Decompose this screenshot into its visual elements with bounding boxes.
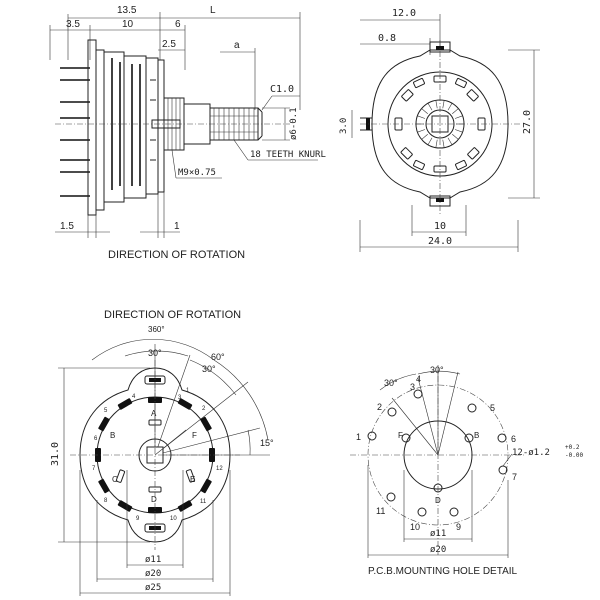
pcb-dim-d11: ø11 <box>430 529 446 539</box>
terminal-1: 1 <box>186 388 190 394</box>
knurl-tooth <box>421 108 428 114</box>
dim-13-5: 13.5 <box>117 5 137 16</box>
dim-1: 1 <box>174 221 180 232</box>
dim-d20: ø20 <box>145 569 161 579</box>
pcb-angle-30: 30° <box>384 378 398 388</box>
dim-d25: ø25 <box>145 583 161 593</box>
hole-3: 3 <box>410 382 415 392</box>
contact-bars <box>95 397 215 513</box>
knurl-tooth <box>435 139 438 148</box>
angle-30-right: 30° <box>202 364 216 374</box>
terminal-10: 10 <box>170 516 177 522</box>
hole-6: 6 <box>511 434 516 444</box>
pcb-view: 30° 30° 1 2 3 4 5 6 7 <box>350 365 583 577</box>
dim-d11: ø11 <box>145 555 161 565</box>
pcb-dim-d20: ø20 <box>430 545 446 555</box>
pcb-hole-tol-up: +0.2 <box>565 444 580 451</box>
pcb-title: P.C.B.MOUNTING HOLE DETAIL <box>368 566 518 577</box>
dim-2-5: 2.5 <box>162 39 176 50</box>
dim-31: 31.0 <box>50 442 61 466</box>
terminal-2: 2 <box>202 406 206 412</box>
dim-24: 24.0 <box>428 236 452 247</box>
pcb-letter-D: D <box>435 496 441 505</box>
knurl-tooth <box>417 129 426 133</box>
knurl-tooth <box>447 137 453 145</box>
knurl-tooth <box>442 139 445 148</box>
rotation-title: DIRECTION OF ROTATION <box>104 309 241 321</box>
knurl-tooth <box>447 103 453 111</box>
angle-60: 60° <box>211 352 225 362</box>
contact-A: A <box>151 409 157 418</box>
knurl-tooth <box>454 115 463 119</box>
pcb-hole-tol-dn: -0.00 <box>565 452 583 459</box>
dim-0-8: 0.8 <box>378 33 396 44</box>
pcb-hole-spec: 12-ø1.2 <box>512 448 550 458</box>
hole-11: 11 <box>376 506 385 516</box>
hole-7: 7 <box>512 472 517 482</box>
contact-F: F <box>192 431 197 440</box>
caption-direction-of-rotation: DIRECTION OF ROTATION <box>108 249 245 261</box>
dim-3-5: 3.5 <box>66 19 80 30</box>
terminal-7: 7 <box>92 466 96 472</box>
knurl-tooth <box>452 134 459 140</box>
dim-knurl: 18 TEETH KNURL <box>250 150 326 160</box>
dim-m9: M9×0.75 <box>178 168 216 178</box>
dim-c1: C1.0 <box>270 84 294 95</box>
dim-L: L <box>210 5 216 16</box>
terminal-4: 4 <box>132 394 136 400</box>
dim-12: 12.0 <box>392 8 416 19</box>
dim-27: 27.0 <box>522 110 533 134</box>
side-view: 13.5 L 3.5 10 6 2.5 a <box>49 5 326 261</box>
pcb-holes <box>367 389 508 517</box>
dim-a: a <box>234 40 240 51</box>
knurl-teeth <box>416 100 464 148</box>
contact-B: B <box>110 431 115 440</box>
knurl-tooth <box>454 129 463 133</box>
terminal-5: 5 <box>104 408 108 414</box>
hole-9: 9 <box>456 522 461 532</box>
rotation-view: DIRECTION OF ROTATION 360° 30° 60° 30° 1… <box>50 309 274 596</box>
hole-4: 4 <box>416 374 421 384</box>
dim-3: 3.0 <box>339 118 349 134</box>
terminal-6: 6 <box>94 436 98 442</box>
dim-1-5: 1.5 <box>60 221 74 232</box>
hole-2: 2 <box>377 402 382 412</box>
angle-30-top: 30° <box>148 348 162 358</box>
dim-10: 10 <box>122 19 134 30</box>
dim-6: 6 <box>175 19 181 30</box>
pcb-letter-F: F <box>398 431 403 440</box>
terminal-3: 3 <box>178 395 182 401</box>
knurl-tooth <box>452 108 459 114</box>
contact-D: D <box>151 495 157 504</box>
terminal-8: 8 <box>104 498 108 504</box>
contact-C: C <box>112 475 118 484</box>
terminal-pins <box>60 67 90 197</box>
knurl-tooth <box>417 115 426 119</box>
hole-1: 1 <box>356 432 361 442</box>
terminal-11: 11 <box>200 499 207 505</box>
terminal-12: 12 <box>216 466 223 472</box>
dim-shaft-dia: ø6-0.1 <box>289 107 299 140</box>
front-view: 12.0 0.8 <box>339 8 540 252</box>
angle-360: 360° <box>148 325 165 334</box>
dim-10: 10 <box>434 221 446 232</box>
knurl-tooth <box>435 100 438 109</box>
knurl-tooth <box>427 103 433 111</box>
knurl-tooth <box>442 100 445 109</box>
terminal-9: 9 <box>136 516 140 522</box>
pcb-angle-30b: 30° <box>430 365 444 375</box>
angle-15: 15° <box>260 438 274 448</box>
knurl-tooth <box>427 137 433 145</box>
knurl-tooth <box>421 134 428 140</box>
pcb-letter-B: B <box>474 431 479 440</box>
contact-E: E <box>190 475 195 484</box>
hole-10: 10 <box>410 522 420 532</box>
hole-5: 5 <box>490 403 495 413</box>
